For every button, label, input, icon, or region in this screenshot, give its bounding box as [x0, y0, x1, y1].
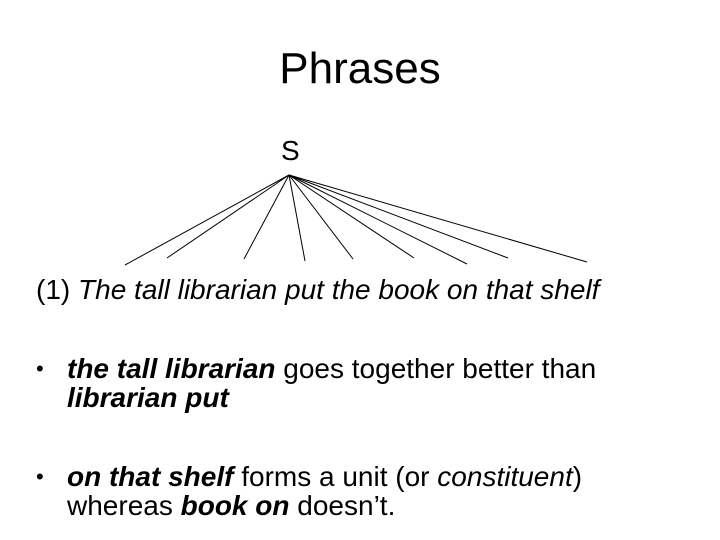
tree-branch-line: [288, 174, 306, 262]
example-number: (1): [36, 274, 71, 305]
text-segment: librarian put: [67, 382, 229, 413]
bullet-item: • the tall librarian goes together bette…: [34, 354, 634, 412]
tree-branch-line: [243, 174, 290, 260]
tree-branch-line: [288, 174, 588, 263]
bullet-marker-icon: •: [36, 356, 44, 381]
tree-branch-line: [288, 174, 509, 259]
example-separator: [70, 274, 78, 305]
text-segment: goes together better than: [275, 353, 597, 384]
text-segment: constituent: [437, 461, 573, 492]
text-segment: book on: [180, 490, 290, 521]
tree-branch-line: [288, 174, 415, 259]
example-text: The tall librarian put the book on that …: [78, 274, 600, 305]
text-segment: the tall librarian: [67, 353, 276, 384]
example-sentence: (1) The tall librarian put the book on t…: [36, 275, 676, 305]
text-segment: forms a unit (or: [233, 461, 438, 492]
bullet-text: the tall librarian goes together better …: [67, 354, 634, 412]
tree-branch-line: [288, 174, 468, 265]
tree-root-label: S: [281, 135, 300, 166]
tree-branch-line: [124, 174, 290, 266]
text-segment: on that shelf: [67, 461, 234, 492]
slide-title: Phrases: [279, 44, 441, 93]
bullet-marker-icon: •: [36, 464, 44, 489]
bullet-text: on that shelf forms a unit (or constitue…: [67, 462, 634, 520]
tree-branch-line: [288, 174, 354, 260]
text-segment: doesn’t.: [289, 490, 396, 521]
bullet-item: • on that shelf forms a unit (or constit…: [34, 462, 634, 520]
tree-branch-line: [166, 174, 290, 259]
text-segment: ) whereas: [67, 461, 583, 521]
